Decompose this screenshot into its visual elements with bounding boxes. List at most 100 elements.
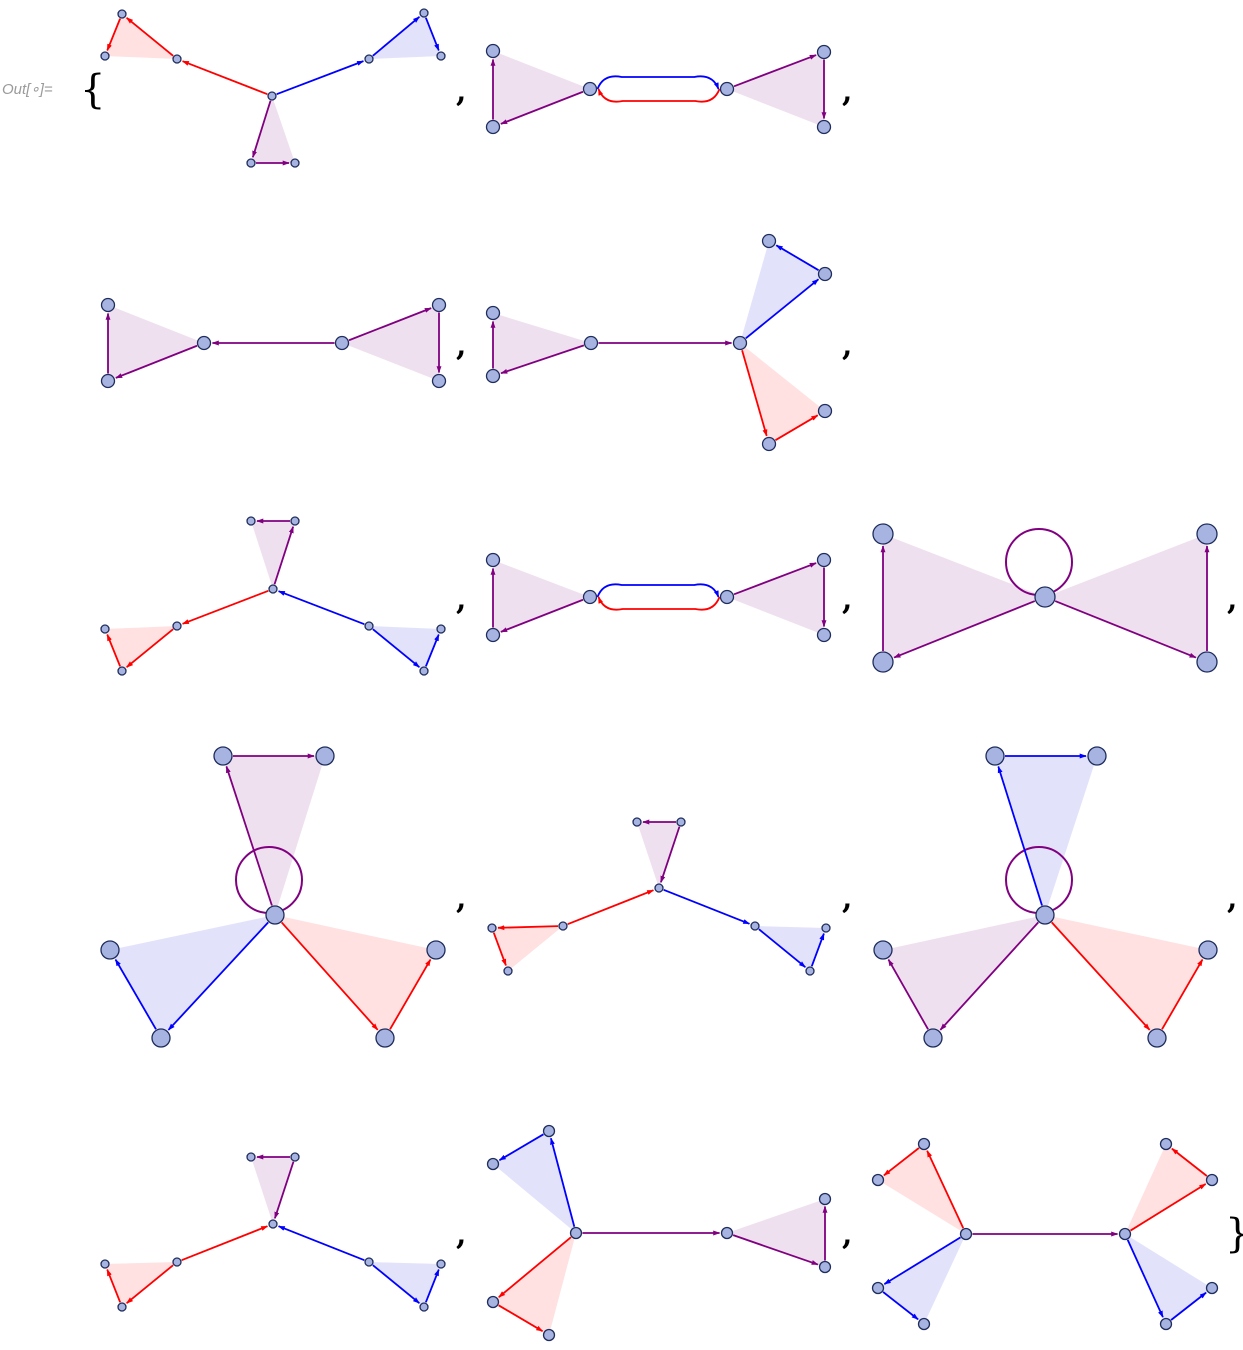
hyperedge-fill [727,1199,825,1267]
directed-edge [498,1304,544,1332]
directed-edge [181,60,268,96]
graphs-layer [100,8,1219,1342]
directed-edge [733,54,817,88]
directed-edge [115,344,198,379]
directed-edge [106,1268,121,1303]
vertex [821,923,831,933]
directed-edge [883,1236,961,1285]
list-separator: , [1227,881,1237,916]
hyperedge-fill [223,756,325,915]
vertex [1087,746,1107,766]
directed-edge [745,278,819,339]
vertex [816,119,832,135]
vertex [1205,1281,1219,1295]
directed-edge [596,583,720,598]
vertex [431,297,447,313]
hyperedge-fill [727,52,824,127]
hyperedge-fill [878,1234,966,1324]
directed-edge [810,932,825,967]
vertex [419,666,429,676]
vertex [582,589,598,605]
vertex [923,1028,943,1048]
list-separator: , [842,582,852,617]
hypergraph-8 [100,746,446,1048]
vertex [654,883,664,893]
vertex [1196,651,1218,673]
vertex [676,817,686,827]
vertex [872,651,894,673]
directed-edge [389,958,432,1030]
hyperedge-fill [878,1144,966,1234]
vertex [816,44,832,60]
hypergraph-10 [873,746,1218,1048]
vertex [172,621,182,631]
directed-edge [887,958,929,1030]
vertex [100,297,116,313]
vertex [196,335,212,351]
hypergraph-4 [485,233,833,452]
directed-edge [277,590,365,626]
hyperedge-fill [105,1262,177,1307]
directed-edge [273,526,295,585]
directed-edge [500,344,585,375]
vertex [805,966,815,976]
hypergraph-11 [100,1152,446,1312]
directed-edge [167,921,269,1031]
vertex [719,589,735,605]
vertex [761,436,777,452]
directed-edge [274,1161,295,1219]
vertex [873,940,893,960]
directed-edge [114,958,157,1030]
directed-edge [280,921,379,1031]
directed-edge [997,765,1043,906]
hyperedge-fill [493,560,590,635]
hyperedge-fill [493,1233,576,1335]
vertex [265,905,285,925]
list-separator: , [842,1217,852,1252]
hyperedge-fill [1045,534,1207,662]
vertex [485,119,501,135]
directed-edge [732,1234,819,1266]
vertex [364,1257,374,1267]
vertex [436,624,446,634]
directed-edge [733,562,817,596]
vertex [290,158,300,168]
vertex [436,51,446,61]
hyperedge-fill [369,626,441,671]
directed-edge [500,90,584,125]
vertex [117,666,127,676]
vertex [985,746,1005,766]
vertex [246,1152,256,1162]
vertex [542,1124,556,1138]
vertex [431,373,447,389]
list-separator: , [456,582,466,617]
directed-edge [181,589,269,625]
directed-edge [1054,600,1197,659]
vertex [583,335,599,351]
hyperedge-fill [108,305,204,381]
directed-edge [926,1150,965,1229]
directed-edge [1126,1239,1164,1318]
vertex [268,1219,278,1229]
vertex [487,923,497,933]
hyperedge-fill [342,305,439,381]
directed-edge [882,1291,919,1321]
vertex [485,368,501,384]
hyperedge-fill [105,14,177,59]
hyperedge-fill [105,626,177,671]
directed-edge [775,414,819,441]
list-separator: , [842,74,852,109]
directed-edge [1171,1147,1208,1177]
vertex [213,746,233,766]
hyperedge-fill [275,915,436,1038]
directed-edge [276,60,365,96]
vertex [1118,1227,1132,1241]
vertex [436,1259,446,1269]
vertex [1147,1028,1167,1048]
separators-layer: ,,,,,,,,,,,, [456,74,1237,1252]
directed-edge [425,633,440,667]
directed-edge [939,921,1039,1031]
directed-edge [758,928,806,968]
directed-edge [550,1137,576,1227]
hyperedge-fill [492,926,563,971]
